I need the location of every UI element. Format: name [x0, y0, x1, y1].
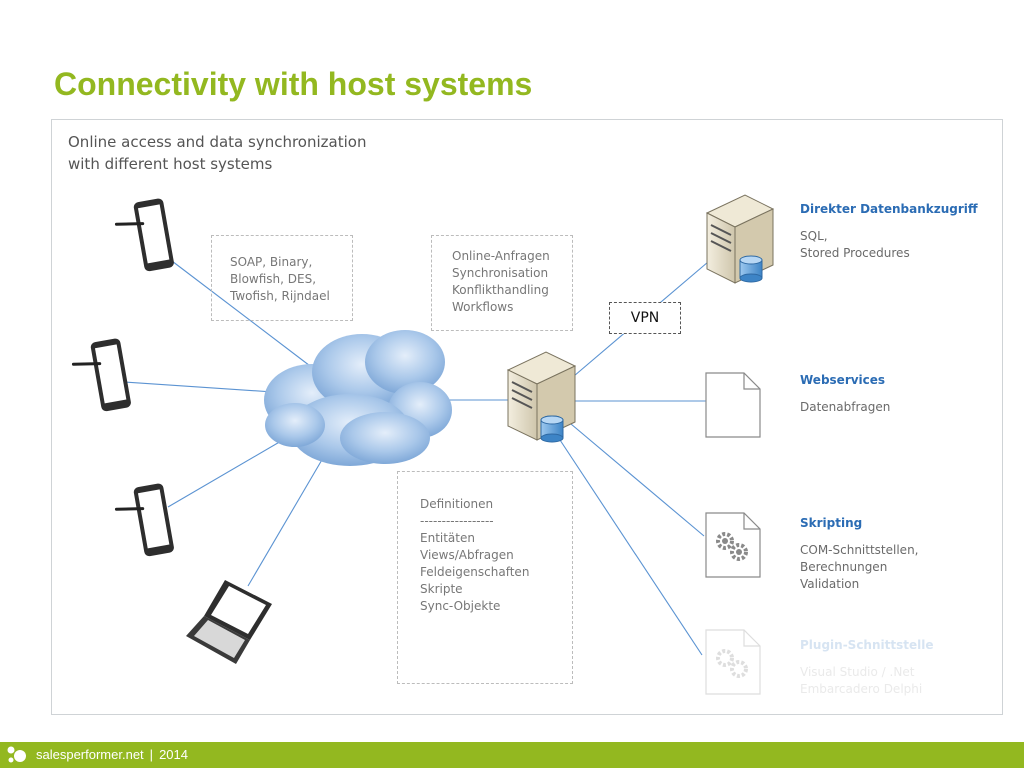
tablet-icon: [114, 198, 174, 272]
endpoint-heading: Skripting: [800, 516, 863, 530]
connection-lines: [123, 257, 709, 656]
security-note: SOAP, Binary, Blowfish, DES, Twofish, Ri…: [211, 235, 353, 321]
subtitle: Online access and data synchronization w…: [68, 131, 448, 175]
endpoint-line: Embarcadero Delphi: [800, 682, 923, 696]
vpn-label: VPN: [609, 302, 681, 334]
logo-icon: [7, 746, 26, 763]
endpoint-description: Datenabfragen: [800, 399, 890, 416]
endpoint-line: Datenabfragen: [800, 400, 891, 414]
endpoint-heading: Direkter Datenbankzugriff: [800, 202, 978, 216]
note-line: Feldeigenschaften: [420, 565, 530, 579]
server-icon: [506, 351, 577, 443]
endpoint-label-webservices: Webservices Datenabfragen: [800, 373, 890, 416]
endpoint-line: SQL,: [800, 229, 828, 243]
gear-document-icon: [705, 629, 761, 695]
endpoint-heading: Webservices: [800, 373, 886, 387]
subtitle-line: Online access and data synchronization: [68, 133, 367, 151]
connector: [570, 423, 705, 537]
definitions-note: Definitionen ----------------- Entitäten…: [397, 471, 573, 684]
footer-bar: salesperformer.net | 2014: [0, 742, 1024, 768]
subtitle-line: with different host systems: [68, 155, 273, 173]
sync-note: Online-Anfragen Synchronisation Konflikt…: [431, 235, 573, 331]
note-line: Skripte: [420, 582, 463, 596]
endpoint-line: Berechnungen: [800, 560, 888, 574]
note-line: Definitionen: [420, 497, 494, 511]
connector: [123, 381, 289, 394]
footer-year: 2014: [159, 747, 188, 762]
diagram-frame: [51, 119, 1003, 715]
note-line: Online-Anfragen: [452, 249, 550, 263]
database-server-icon: [705, 194, 775, 284]
endpoint-label-plugin: Plugin-Schnittstelle Visual Studio / .Ne…: [800, 638, 934, 698]
note-line: Blowfish, DES,: [230, 272, 317, 286]
gear-document-icon: [705, 512, 761, 578]
footer-site: salesperformer.net: [36, 747, 144, 762]
endpoint-line: Stored Procedures: [800, 246, 910, 260]
note-line: SOAP, Binary,: [230, 255, 313, 269]
endpoint-label-database: Direkter Datenbankzugriff SQL, Stored Pr…: [800, 202, 978, 262]
endpoint-heading: Plugin-Schnittstelle: [800, 638, 934, 652]
note-line: -----------------: [420, 514, 494, 528]
endpoint-line: Visual Studio / .Net: [800, 665, 915, 679]
connector: [559, 439, 703, 656]
document-icon: [705, 372, 761, 438]
connector: [167, 257, 319, 373]
note-line: Twofish, Rijndael: [230, 289, 330, 303]
endpoint-line: COM-Schnittstellen,: [800, 543, 919, 557]
footer-separator: |: [149, 747, 154, 762]
diagram-graphics: [71, 194, 775, 695]
laptop-icon: [186, 580, 272, 664]
tablet-icon: [71, 338, 131, 412]
note-line: Entitäten: [420, 531, 475, 545]
endpoint-label-scripting: Skripting COM-Schnittstellen, Berechnung…: [800, 516, 919, 593]
note-line: Views/Abfragen: [420, 548, 514, 562]
note-line: Workflows: [452, 300, 514, 314]
note-line: Synchronisation: [452, 266, 549, 280]
endpoint-description: Visual Studio / .Net Embarcadero Delphi: [800, 664, 934, 698]
tablet-icon: [114, 483, 174, 557]
endpoint-line: Validation: [800, 577, 860, 591]
page-title: Connectivity with host systems: [54, 66, 533, 102]
connector: [247, 457, 324, 587]
endpoint-description: COM-Schnittstellen, Berechnungen Validat…: [800, 542, 919, 593]
cloud-icon: [264, 330, 452, 466]
note-line: Sync-Objekte: [420, 599, 501, 613]
footer-text: salesperformer.net | 2014: [36, 747, 191, 762]
note-line: Konflikthandling: [452, 283, 549, 297]
endpoint-description: SQL, Stored Procedures: [800, 228, 978, 262]
